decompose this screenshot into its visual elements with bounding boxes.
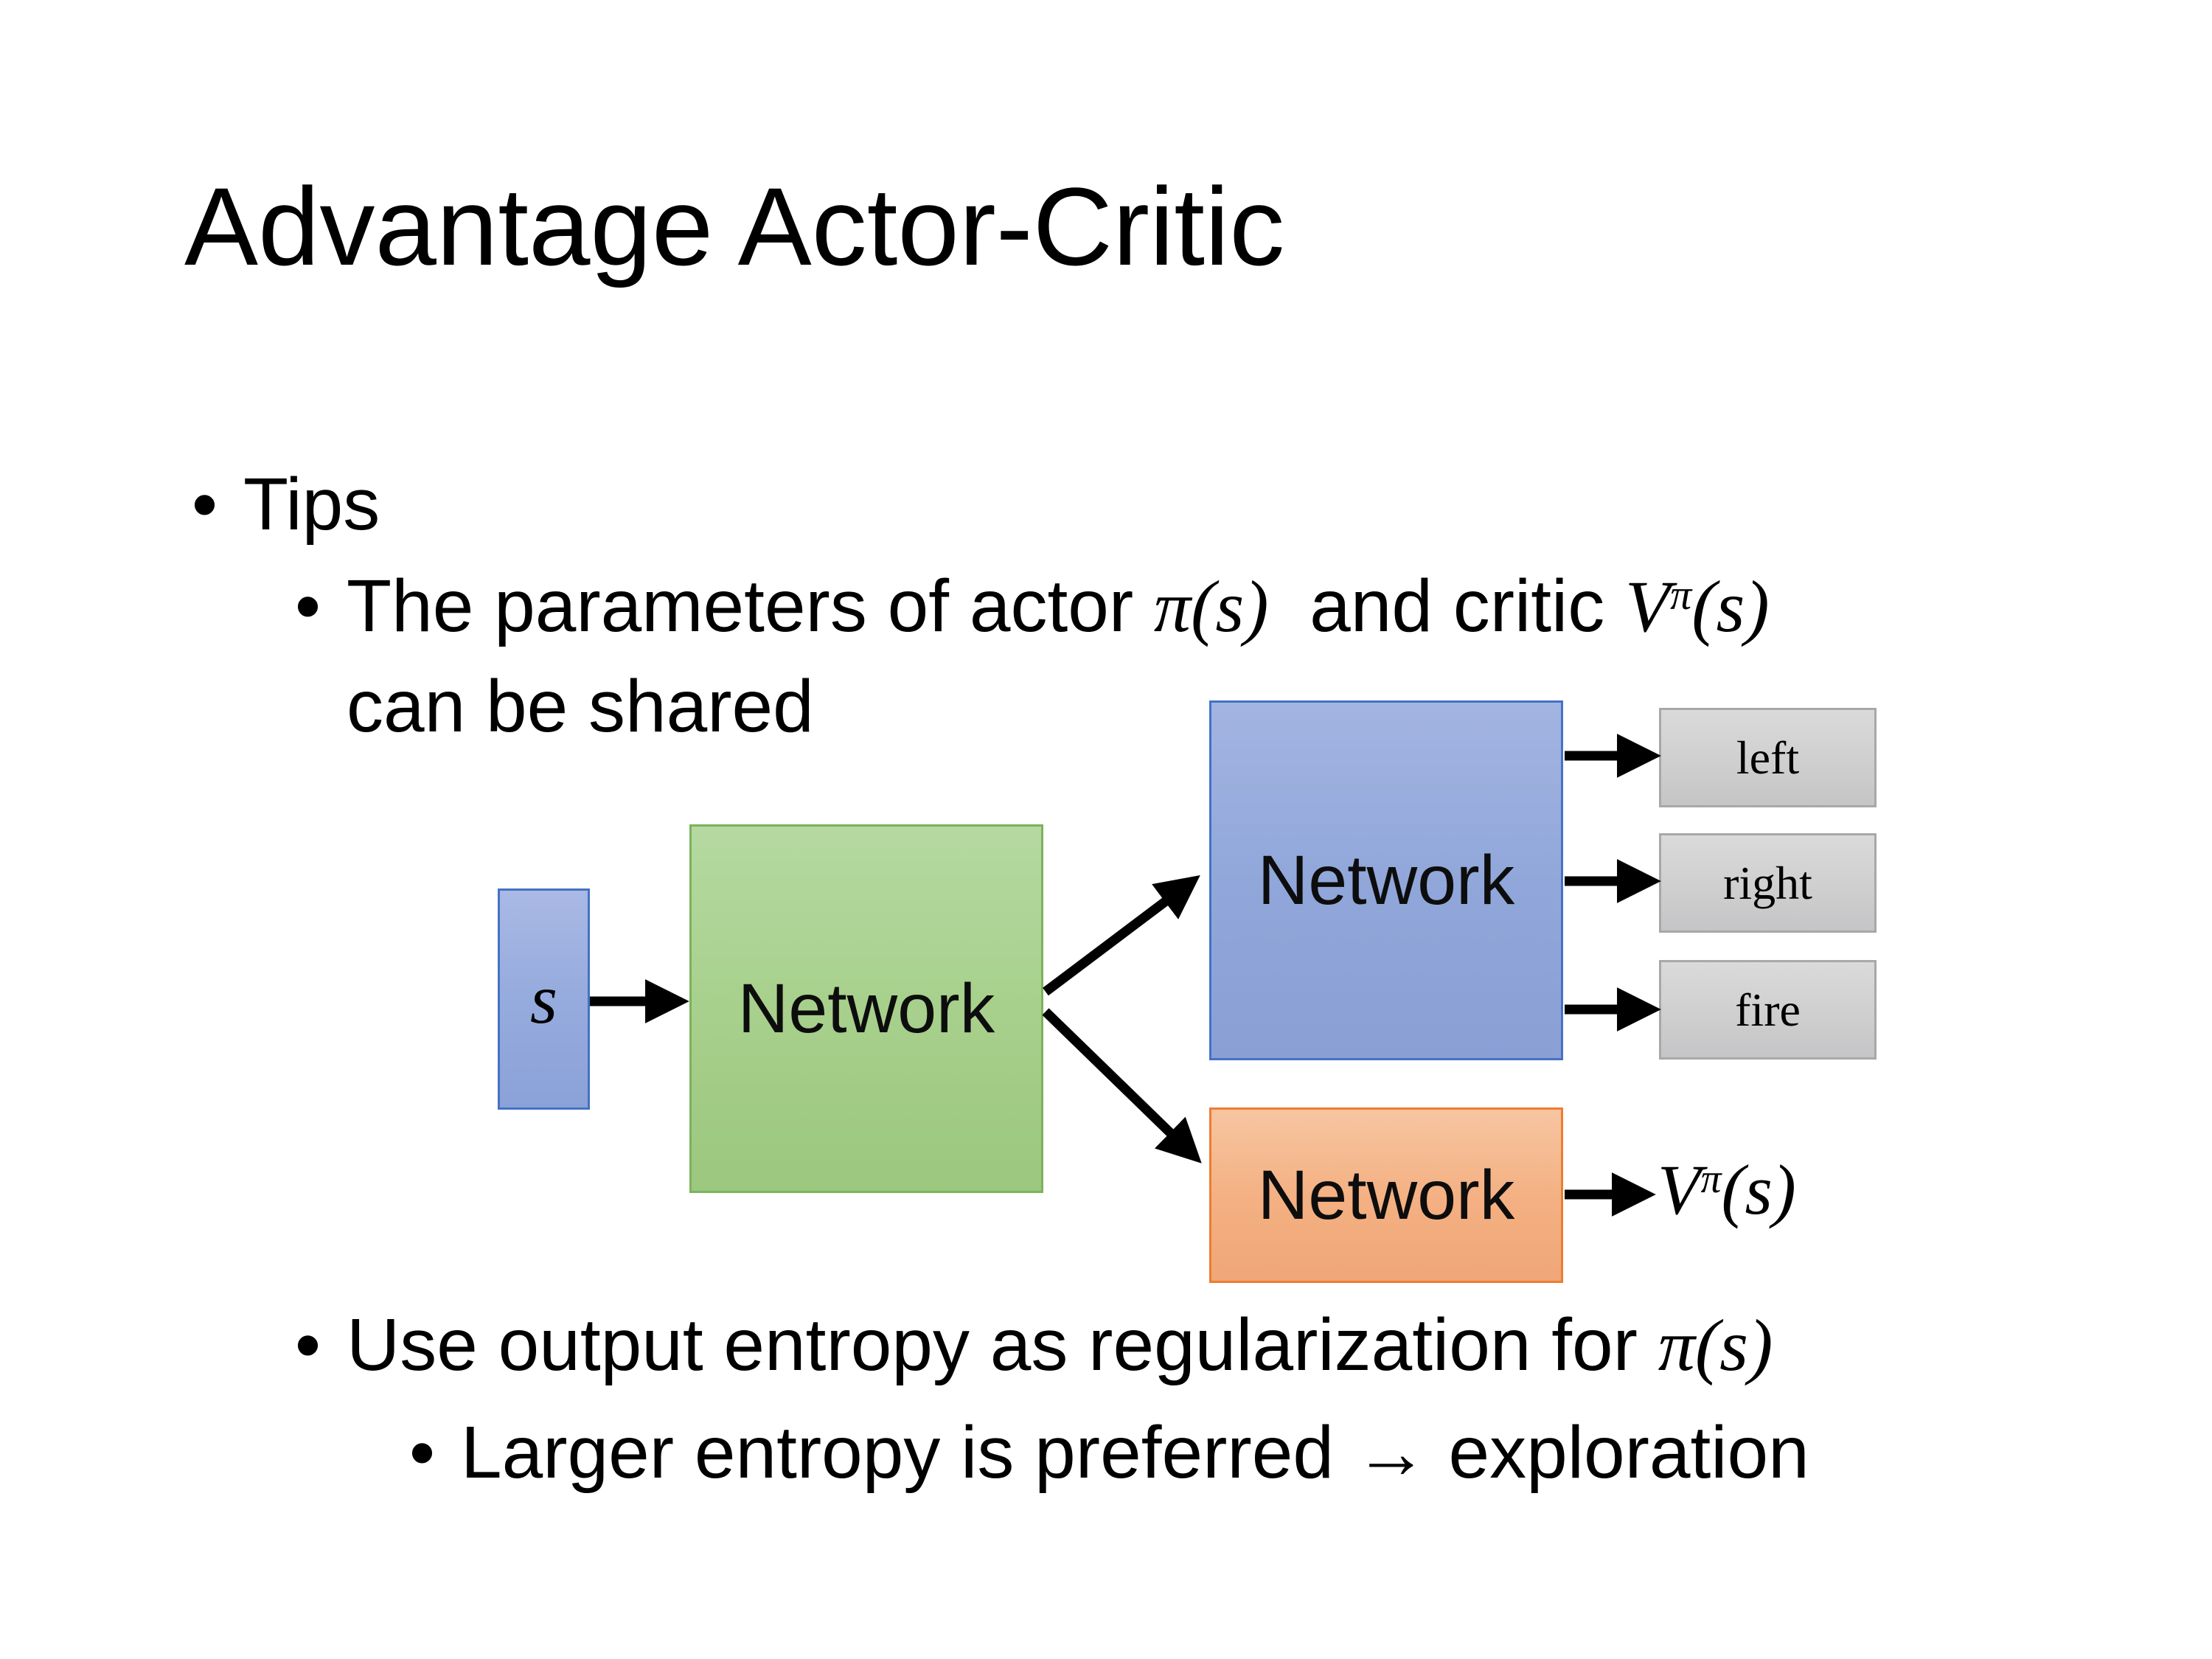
arrow-shared-to-critic bbox=[1042, 1008, 1202, 1164]
shared-network-box: Network bbox=[689, 824, 1043, 1193]
pi-superscript: π bbox=[1700, 1156, 1722, 1203]
tips-label: Tips bbox=[243, 463, 380, 546]
action-box-right: right bbox=[1659, 833, 1877, 933]
state-label: s bbox=[530, 960, 557, 1038]
actor-policy-math: π(s) bbox=[1153, 566, 1269, 647]
action-box-fire: fire bbox=[1659, 960, 1877, 1060]
critic-network-box: Network bbox=[1209, 1107, 1563, 1283]
entropy-text: Use output entropy as regularization for bbox=[347, 1304, 1658, 1386]
pi-superscript: π bbox=[1670, 570, 1692, 619]
state-box: s bbox=[498, 888, 590, 1110]
can-be-shared-line: can be shared bbox=[347, 661, 814, 753]
bullet-line-parameters: • The parameters of actor π(s) and critic… bbox=[295, 560, 1770, 653]
bullet-line-tips: • Tips bbox=[192, 459, 380, 551]
bullet-icon: • bbox=[409, 1411, 436, 1494]
action-label-fire: fire bbox=[1735, 983, 1801, 1036]
arrow-shared-to-actor bbox=[1043, 875, 1200, 996]
action-label-right: right bbox=[1723, 856, 1812, 909]
actor-network-box: Network bbox=[1209, 700, 1563, 1060]
can-be-shared-text: can be shared bbox=[347, 665, 814, 748]
action-box-left: left bbox=[1659, 708, 1877, 807]
shared-network-label: Network bbox=[737, 969, 995, 1048]
critic-value-math: Vπ(s) bbox=[1625, 566, 1770, 647]
action-label-left: left bbox=[1736, 731, 1800, 784]
critic-network-label: Network bbox=[1257, 1155, 1515, 1234]
parameters-text: The parameters of actor bbox=[347, 565, 1154, 647]
bullet-icon: • bbox=[192, 463, 218, 546]
policy-math: π(s) bbox=[1658, 1304, 1773, 1386]
exploration-text: Larger entropy is preferred → exploratio… bbox=[461, 1411, 1809, 1494]
and-critic-text: and critic bbox=[1268, 565, 1626, 647]
bullet-icon: • bbox=[295, 1304, 321, 1386]
value-output-label: Vπ(s) bbox=[1658, 1150, 1796, 1229]
actor-network-label: Network bbox=[1257, 841, 1515, 919]
slide-title: Advantage Actor-Critic bbox=[184, 164, 1285, 288]
bullet-line-entropy: • Use output entropy as regularization fo… bbox=[295, 1299, 1773, 1391]
bullet-icon: • bbox=[295, 565, 321, 647]
bullet-line-exploration: • Larger entropy is preferred → explorati… bbox=[409, 1407, 1809, 1499]
